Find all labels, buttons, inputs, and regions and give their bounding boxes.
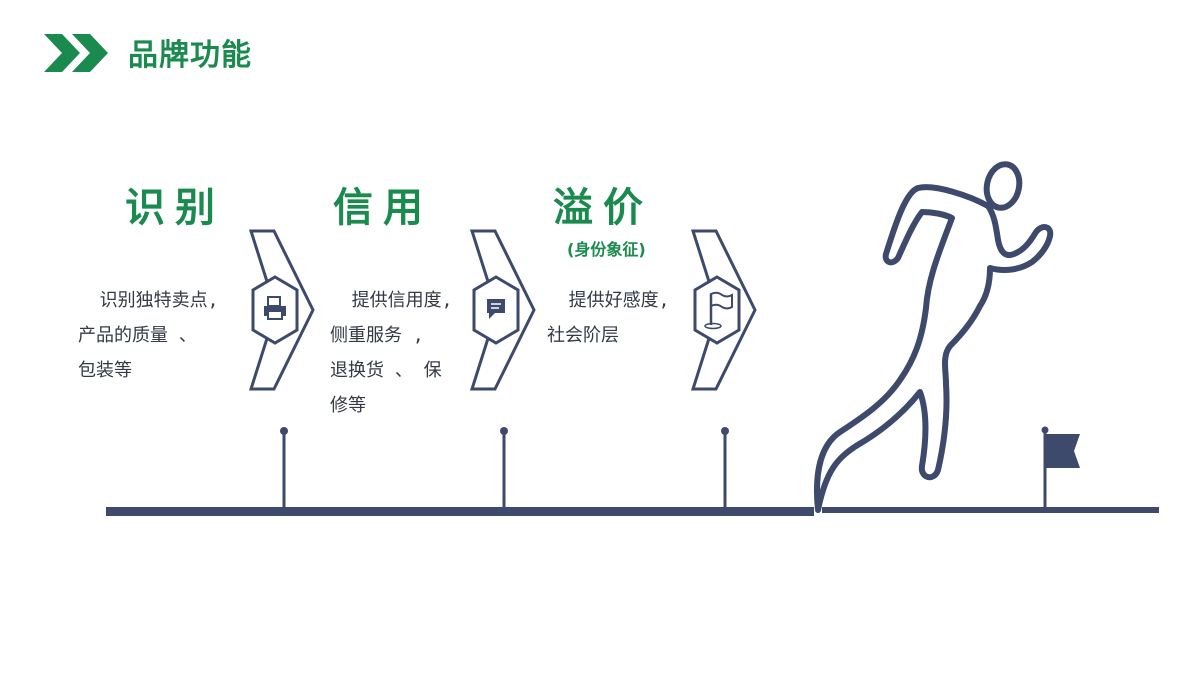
running-man-icon xyxy=(814,161,1054,513)
chat-bubble-icon xyxy=(487,299,505,319)
milestone-post xyxy=(721,427,729,508)
page-title: 品牌功能 xyxy=(128,38,252,73)
milestone-post xyxy=(280,427,288,508)
step-subtitle-premium: (身份象征) xyxy=(567,240,646,259)
flag-icon xyxy=(704,291,733,330)
finish-flag-icon xyxy=(1041,426,1080,508)
step-title-premium: 溢价 xyxy=(553,185,653,231)
timeline-line-end xyxy=(822,507,1159,513)
milestone-post xyxy=(500,427,508,508)
step-description-identify: 识别独特卖点, 产品的质量 、 包装等 xyxy=(78,290,219,381)
timeline-line xyxy=(106,507,814,516)
printer-icon xyxy=(264,296,286,320)
step-chevron-premium xyxy=(690,229,757,391)
double-chevron-right-icon xyxy=(44,34,108,72)
step-description-premium: 提供好感度, 社会阶层 xyxy=(547,290,670,346)
step-title-identify: 识别 xyxy=(125,185,225,231)
step-title-credit: 信用 xyxy=(333,185,433,231)
step-description-credit: 提供信用度, 侧重服务 , 退换货 、 保 修等 xyxy=(330,290,453,416)
